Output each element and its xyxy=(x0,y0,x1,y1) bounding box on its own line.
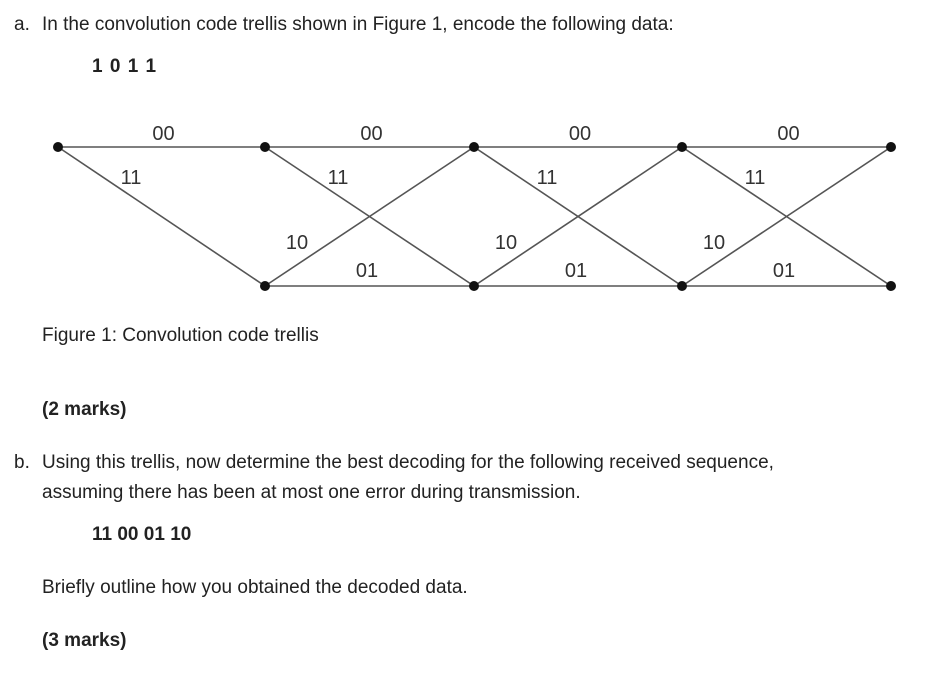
part-a-marks: (2 marks) xyxy=(42,399,127,420)
part-a-question: In the convolution code trellis shown in… xyxy=(42,14,674,35)
branch-10 xyxy=(681,146,892,287)
branch-label-top: 00 xyxy=(360,123,382,145)
branch-label-down: 11 xyxy=(121,167,142,189)
part-b-question-line1: Using this trellis, now determine the be… xyxy=(42,452,774,473)
branch-label-down: 11 xyxy=(537,167,558,189)
figure-caption: Figure 1: Convolution code trellis xyxy=(42,325,319,346)
branch-label-down: 11 xyxy=(328,167,349,189)
branch-label-up: 10 xyxy=(286,232,308,254)
part-b-marker: b. xyxy=(14,452,30,473)
part-b-marks: (3 marks) xyxy=(42,630,127,651)
branch-10 xyxy=(473,146,683,287)
branch-label-top: 00 xyxy=(777,123,799,145)
trellis-node xyxy=(469,281,479,291)
trellis-node xyxy=(469,142,479,152)
branch-11 xyxy=(57,146,266,287)
trellis-node xyxy=(677,142,687,152)
trellis-node xyxy=(53,142,63,152)
branch-label-top: 00 xyxy=(569,123,591,145)
trellis-diagram: 00 11 00 11 10 01 00 11 10 01 00 11 10 01 xyxy=(53,123,896,291)
trellis-node xyxy=(886,281,896,291)
part-b-question-line2: assuming there has been at most one erro… xyxy=(42,482,581,503)
part-a-marker: a. xyxy=(14,14,30,35)
trellis-node xyxy=(260,142,270,152)
trellis-node xyxy=(260,281,270,291)
branch-label-down: 11 xyxy=(745,167,766,189)
branch-10 xyxy=(264,146,475,287)
branch-label-bottom: 01 xyxy=(356,260,378,282)
trellis-node xyxy=(886,142,896,152)
trellis-node xyxy=(677,281,687,291)
part-a-data: 1 0 1 1 xyxy=(92,56,158,77)
received-sequence: 11 00 01 10 xyxy=(92,524,192,545)
branch-label-up: 10 xyxy=(703,232,725,254)
branch-label-bottom: 01 xyxy=(565,260,587,282)
branch-label-bottom: 01 xyxy=(773,260,795,282)
branch-label-top: 00 xyxy=(152,123,174,145)
part-b-instruction: Briefly outline how you obtained the dec… xyxy=(42,577,468,598)
branch-label-up: 10 xyxy=(495,232,517,254)
